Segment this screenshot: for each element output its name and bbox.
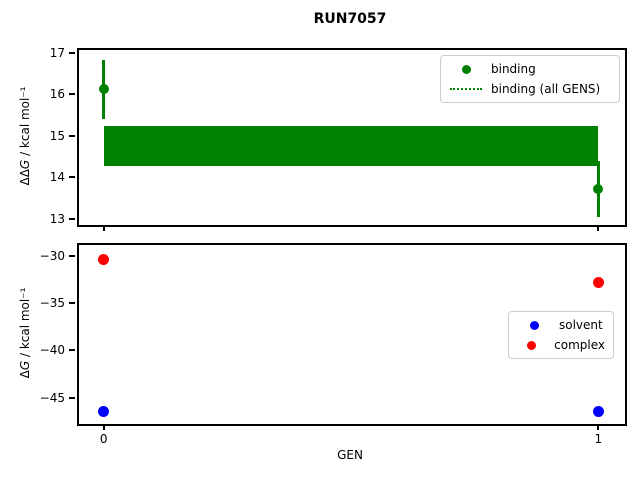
- y-tick: [69, 176, 75, 179]
- legend-item-complex: complex: [517, 335, 605, 355]
- x-tick: [597, 225, 600, 231]
- y-tick-label: −30: [39, 249, 65, 264]
- legend-top: binding binding (all GENS): [440, 55, 620, 103]
- complex-marker-icon: [527, 340, 537, 350]
- y-tick: [69, 349, 75, 352]
- legend-item-binding: binding: [449, 59, 611, 79]
- y-tick-label: 13: [49, 211, 65, 226]
- legend-bottom: solvent complex: [508, 311, 614, 359]
- solvent-point: [592, 406, 604, 418]
- y-tick-label: 16: [49, 87, 65, 102]
- binding-point: [593, 183, 604, 194]
- legend-label-binding-all-gens: binding (all GENS): [491, 82, 601, 96]
- legend-item-solvent: solvent: [517, 315, 605, 335]
- y-tick-label: −40: [39, 343, 65, 358]
- legend-label-complex: complex: [554, 338, 605, 352]
- legend-label-solvent: solvent: [559, 318, 603, 332]
- legend-label-binding: binding: [491, 62, 536, 76]
- complex-point: [98, 254, 110, 266]
- y-tick-label: 15: [49, 128, 65, 143]
- y-tick: [69, 51, 75, 54]
- binding-all-gens-line-icon: [450, 88, 482, 90]
- x-tick: [102, 424, 105, 430]
- y-tick-label: −45: [39, 390, 65, 405]
- chart-title: RUN7057: [313, 11, 387, 27]
- binding-point: [98, 84, 109, 95]
- x-axis-label: GEN: [337, 448, 363, 462]
- y-tick-label: 17: [49, 45, 65, 60]
- y-tick-label: 14: [49, 170, 65, 185]
- solvent-marker-icon: [529, 320, 539, 330]
- x-tick: [597, 424, 600, 430]
- binding-all-gens-band: [103, 125, 599, 167]
- y-tick: [69, 217, 75, 220]
- legend-item-binding-all-gens: binding (all GENS): [449, 79, 611, 99]
- solvent-point: [98, 406, 110, 418]
- y-tick: [69, 302, 75, 305]
- binding-marker-icon: [461, 64, 471, 74]
- x-tick-label: 0: [99, 432, 108, 446]
- complex-point: [592, 277, 604, 289]
- x-tick: [102, 225, 105, 231]
- y-tick-label: −35: [39, 296, 65, 311]
- y-tick: [69, 134, 75, 137]
- y-tick: [69, 396, 75, 399]
- y-tick: [69, 255, 75, 258]
- x-tick-label: 1: [594, 432, 603, 446]
- y-tick: [69, 93, 75, 96]
